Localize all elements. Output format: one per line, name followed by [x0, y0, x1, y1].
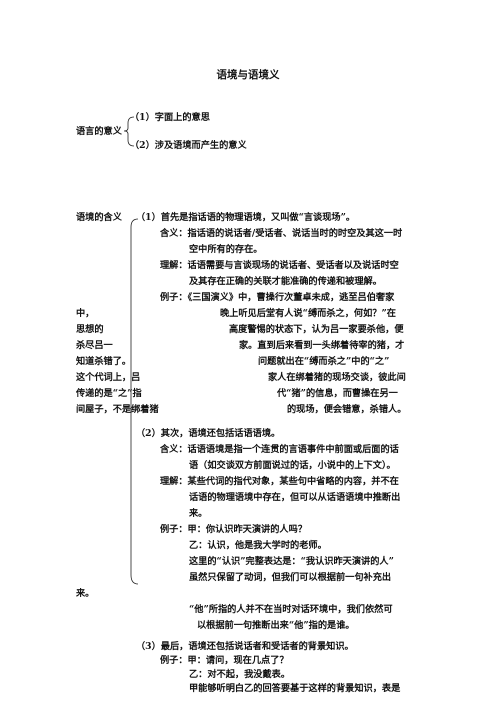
p2-definition-line: 语（如交谈双方前面说过的话，小说中的上下文）。	[189, 460, 396, 471]
brace-section2	[130, 218, 139, 585]
p1-heading: （1）首先是指话语的物理语境，又叫做“言谈现场”。	[136, 212, 356, 223]
p1-example-left: 思想的	[76, 324, 104, 335]
p1-example-line: 例子：《三国演义》中，曹操行次董卓未成，逃至吕伯奢家	[160, 292, 395, 303]
p1-example-line: 问题就出在“缚而杀之”中的“之”	[258, 356, 390, 367]
p3-example-line: 甲能够听明白乙的回答要基于这样的背景知识，表是	[189, 683, 401, 694]
p2-understanding-line: 话语的物理语境中存在，但可以从话语语境中推断出	[189, 492, 401, 503]
p1-definition-line: 含义：指话语的说话者/受话者、说话当时的时空及其这一时	[160, 228, 403, 239]
p2-example-line: 以根据前一句推断出来“他”指的是谁。	[197, 620, 355, 631]
p2-example-line: “他”所指的人并不在当时对话环境中，我们依然可	[189, 604, 393, 615]
p1-understanding-line: 及其存在正确的关联才能准确的传递和被理解。	[189, 276, 382, 287]
p1-definition-line: 空中所有的存在。	[189, 244, 263, 255]
p2-example-line: 例子：甲：你认识昨天演讲的人吗？	[160, 524, 307, 535]
p1-example-left: 这个代词上，吕	[76, 372, 141, 383]
p2-example-line: 乙：认识，他是我大学时的老师。	[189, 540, 327, 551]
section1-item-2: （2）涉及语境而产生的意义	[130, 140, 247, 151]
section1-item-1: （1）字面上的意思	[130, 112, 210, 123]
p2-definition-line: 含义：话语语境是指一个连贯的言语事件中前面或后面的话	[160, 444, 399, 455]
p3-example-line: 例子：甲：请问，现在几点了？	[160, 655, 289, 666]
p2-example-line: 虽然只保留了动词，但我们可以根据前一句补充出	[189, 572, 392, 583]
p2-example-line: 这里的“认识”完整表达是：“我认识昨天演讲的人”	[189, 556, 394, 567]
p1-example-left: 知道杀错了。	[76, 356, 132, 367]
p1-example-left: 杀尽吕一	[76, 340, 113, 351]
p2-example-left: 来。	[76, 588, 95, 599]
p1-example-left: 间屋子，不是绑着猪	[76, 404, 159, 415]
p2-heading: （2）其次，语境还包括话语语境。	[136, 428, 281, 439]
brace-section1	[123, 116, 135, 147]
page-title: 语境与语境义	[216, 69, 280, 81]
section1-label: 语言的意义	[76, 126, 122, 137]
p1-example-line: 的现场，便会错意，杀错人。	[287, 404, 407, 415]
p2-understanding-line: 理解：某些代词的指代对象，某些句中省略的内容，并不在	[160, 476, 399, 487]
p1-example-line: 晚上听见后堂有人说“缚而杀之，何如？”在	[220, 308, 396, 319]
p1-example-line: 家人在绑着猪的现场交谈，彼此间	[268, 372, 406, 383]
p1-understanding-line: 理解：话语需要与言谈现场的说话者、受话者以及说话时空	[160, 260, 399, 271]
p1-example-line: 家。直到后来看到一头绑着待宰的猪，才	[239, 340, 405, 351]
p2-understanding-line: 来。	[189, 508, 208, 519]
p1-example-left: 传递的是“之”指	[76, 388, 142, 399]
p3-heading: （3）最后，语境还包括说话者和受话者的背景知识。	[136, 641, 354, 652]
p1-example-line: 高度警惕的状态下，认为吕一家要杀他，便	[229, 324, 404, 335]
p1-example-left: 中，	[76, 308, 95, 319]
p1-example-line: 代“猪”的信息，而曹操在另一	[277, 388, 398, 399]
section2-label: 语境的含义	[76, 212, 122, 223]
p3-example-line: 乙：对不起，我没戴表。	[189, 669, 291, 680]
